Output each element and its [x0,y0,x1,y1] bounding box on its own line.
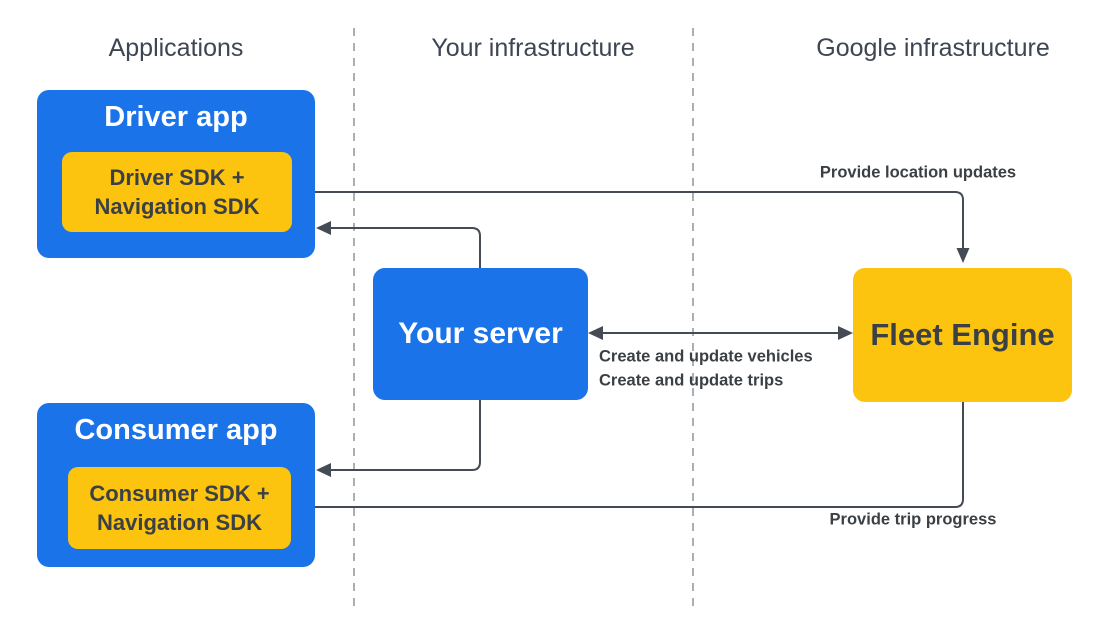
edge-server-to-driver [330,227,481,268]
driver-sdk-label: Driver SDK + Navigation SDK [94,164,260,219]
arrowhead-into-fleet-left [838,326,853,340]
consumer-sdk-label: Consumer SDK + Navigation SDK [89,480,270,535]
consumer-sdk-node: Consumer SDK + Navigation SDK [68,467,291,549]
driver-app-node: Driver app Driver SDK + Navigation SDK [37,90,315,258]
arrowhead-into-fleet-top [956,248,970,263]
edge-label-provide-location-updates: Provide location updates [819,163,1017,182]
column-header-applications: Applications [108,34,244,62]
arrowhead-into-driver-app [316,221,331,235]
fleet-engine-title: Fleet Engine [870,317,1055,352]
edge-label-create-update-trips: Create and update trips [599,371,784,390]
edge-label-provide-trip-progress: Provide trip progress [829,510,997,529]
edge-fleet-to-consumer [305,402,964,508]
your-server-node: Your server [373,268,588,400]
driver-app-title: Driver app [104,101,248,133]
edge-label-create-update-vehicles: Create and update vehicles [599,347,813,366]
edge-server-to-consumer [330,400,481,471]
consumer-app-node: Consumer app Consumer SDK + Navigation S… [37,403,315,567]
consumer-app-title: Consumer app [74,414,278,446]
arrowhead-into-server [588,326,603,340]
driver-sdk-node: Driver SDK + Navigation SDK [62,152,292,232]
your-server-title: Your server [398,317,563,350]
edge-driver-to-fleet [292,191,964,249]
fleet-engine-node: Fleet Engine [853,268,1072,402]
arrowhead-into-consumer-app [316,463,331,477]
column-header-your-infrastructure: Your infrastructure [431,34,635,62]
column-header-google-infrastructure: Google infrastructure [816,34,1050,62]
